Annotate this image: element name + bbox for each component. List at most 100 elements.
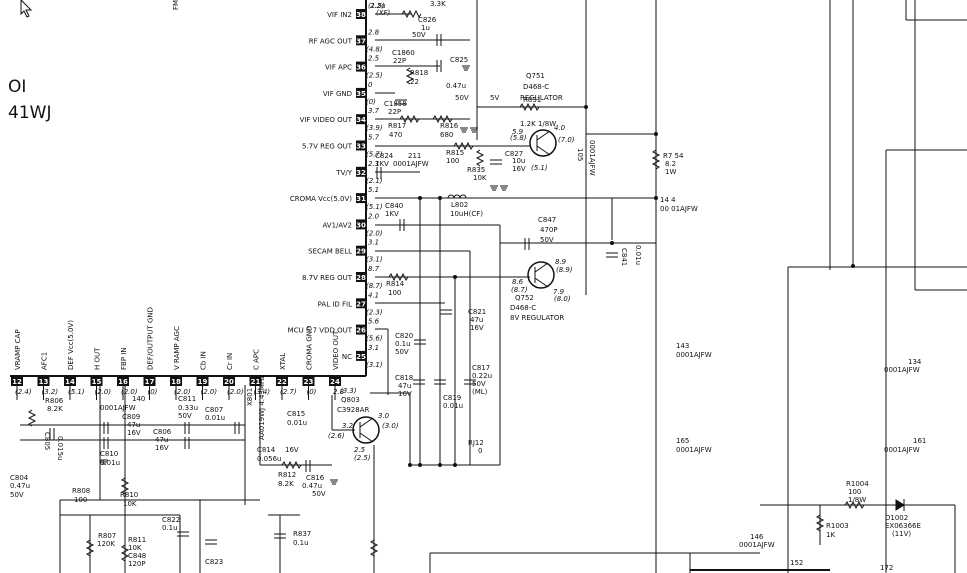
svg-text:C806: C806	[153, 428, 172, 436]
pin-number: 23	[304, 378, 314, 386]
pin-label: CROMA GND	[306, 326, 314, 370]
svg-text:16V: 16V	[285, 446, 299, 454]
svg-text:1K: 1K	[826, 531, 835, 539]
svg-text:(8.9): (8.9)	[556, 266, 573, 274]
svg-text:C807: C807	[205, 406, 223, 414]
ic-body	[10, 0, 367, 377]
svg-text:D468-C: D468-C	[510, 304, 536, 312]
pin-number: 34	[356, 116, 366, 124]
svg-text:470: 470	[389, 131, 402, 139]
pin-box	[356, 272, 366, 282]
svg-text:22P: 22P	[388, 108, 401, 116]
pin-voltage: 3.7	[368, 107, 380, 115]
svg-text:1KV: 1KV	[385, 210, 399, 218]
svg-text:(ML): (ML)	[472, 388, 488, 396]
svg-text:47u: 47u	[127, 421, 140, 429]
transistor-q803	[352, 416, 380, 444]
pin-label: 8.7V REG OUT	[302, 274, 353, 282]
pin-box	[356, 35, 366, 46]
svg-text:1u: 1u	[421, 24, 430, 32]
svg-text:0001AJFW: 0001AJFW	[588, 140, 596, 176]
svg-text:R811: R811	[128, 536, 146, 544]
pin-box	[37, 376, 50, 386]
svg-text:0001AJFW: 0001AJFW	[884, 366, 920, 374]
svg-text:120K: 120K	[97, 540, 115, 548]
svg-text:8.6: 8.6	[512, 278, 524, 286]
pin-box	[223, 376, 235, 386]
svg-text:5.9: 5.9	[512, 128, 524, 136]
svg-text:C848: C848	[128, 552, 146, 560]
svg-text:C1860: C1860	[392, 49, 415, 57]
pin-number: 27	[356, 300, 366, 308]
svg-text:(2.6): (2.6)	[328, 432, 345, 440]
svg-text:16V: 16V	[470, 324, 484, 332]
pin-voltage: 3.1	[368, 239, 379, 247]
pin-label: PAL ID FIL	[318, 300, 352, 308]
svg-text:50V: 50V	[395, 348, 409, 356]
svg-text:(8.0): (8.0)	[554, 295, 571, 303]
svg-text:R818: R818	[410, 69, 428, 77]
svg-text:0.01u: 0.01u	[287, 419, 307, 427]
svg-text:120P: 120P	[128, 560, 146, 568]
pin-voltage: (5.1)	[68, 388, 85, 396]
svg-text:10uH(CF): 10uH(CF)	[450, 210, 483, 218]
svg-text:10u: 10u	[512, 157, 525, 165]
svg-text:47u: 47u	[155, 436, 168, 444]
pin-label: VIF VIDEO OUT	[300, 116, 353, 124]
side-mark-1: OI	[8, 77, 26, 97]
pin-label: Cb IN	[200, 351, 208, 370]
svg-text:0.056u: 0.056u	[257, 455, 281, 463]
svg-text:(8.7): (8.7)	[511, 286, 528, 294]
ic-pin-18: 18V RAMP AGC(2.0)	[170, 326, 191, 400]
pin-number: 16	[118, 378, 128, 386]
pin-label: NC	[342, 353, 352, 361]
transistor-q752	[527, 261, 555, 289]
pin-voltage: 2.8	[333, 388, 345, 396]
svg-text:D468-C: D468-C	[523, 83, 549, 91]
pin-voltage: (2.0)	[227, 388, 244, 396]
pin-voltage: (2.0)	[95, 388, 112, 396]
pin-voltage: (3.4)	[254, 388, 271, 396]
mouse-cursor-icon	[20, 0, 33, 18]
pin-box	[356, 114, 366, 125]
pin-label: DEF Vcc(5.0V)	[67, 320, 75, 370]
svg-text:C805: C805	[43, 432, 51, 450]
svg-text:680: 680	[440, 131, 453, 139]
pin-box	[302, 376, 315, 386]
svg-text:165: 165	[676, 437, 689, 445]
svg-text:14 4: 14 4	[660, 196, 676, 204]
svg-text:100: 100	[848, 488, 861, 496]
svg-text:0001AJFW: 0001AJFW	[100, 404, 136, 412]
svg-text:172: 172	[880, 564, 893, 572]
pin-number: 32	[356, 169, 366, 177]
svg-text:0.01u: 0.01u	[100, 459, 120, 467]
svg-text:7.9: 7.9	[553, 288, 565, 296]
pin-box	[356, 9, 366, 19]
svg-text:Q751: Q751	[526, 72, 545, 80]
pin-box	[356, 61, 366, 72]
svg-text:R814: R814	[386, 280, 405, 288]
pin-voltage-alt: (3.1)	[366, 256, 383, 264]
svg-text:X801: X801	[246, 388, 254, 406]
pin-voltage: 2.8	[368, 28, 380, 36]
svg-text:R806: R806	[45, 397, 64, 405]
svg-text:0.015u: 0.015u	[56, 436, 64, 460]
svg-text:3.2: 3.2	[342, 422, 354, 430]
pin-number: 20	[224, 378, 234, 386]
pin-box	[64, 376, 76, 386]
pin-box	[90, 376, 103, 386]
svg-text:C819: C819	[443, 394, 461, 402]
svg-text:R807: R807	[98, 532, 116, 540]
pin-number: 30	[356, 221, 366, 229]
svg-text:470P: 470P	[540, 226, 558, 234]
pin-voltage: 3.1	[368, 344, 379, 352]
